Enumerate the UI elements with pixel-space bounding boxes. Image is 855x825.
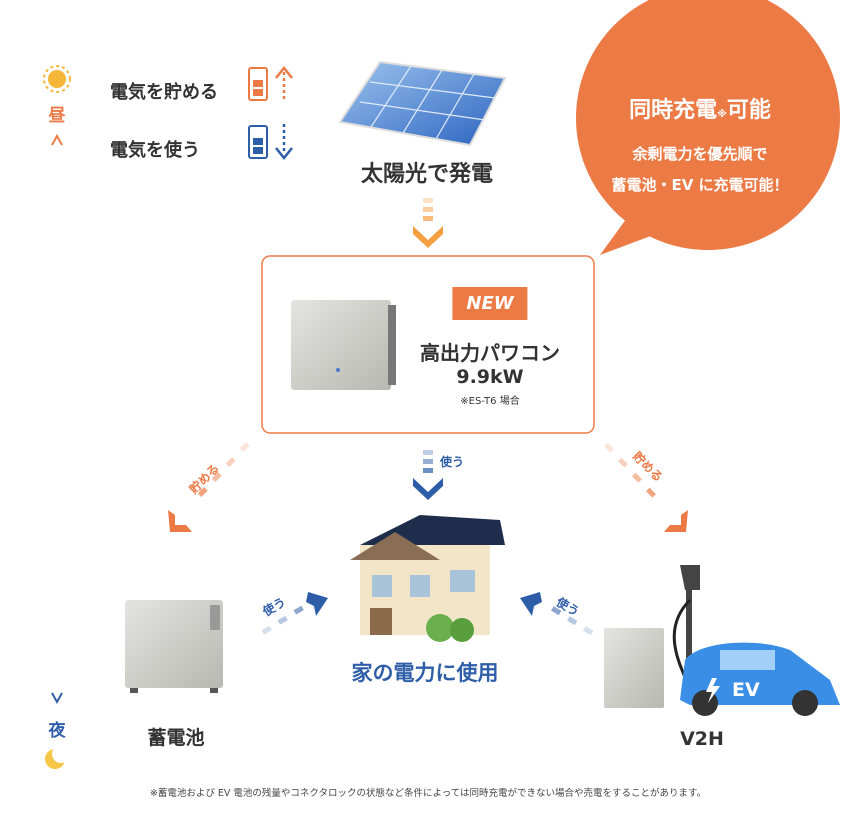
ev-label: EV [732,679,760,701]
arrow-store-right [604,442,688,532]
pcs-note: ※ES-T6 場合 [460,396,520,407]
bubble-title: 同時充電※可能 [629,98,771,123]
house-image [350,515,505,642]
legend-store-label: 電気を貯める [110,82,218,103]
lightning-icon [706,678,720,703]
footnote: ※蓄電池および EV 電池の残量やコネクタロックの状態など条件によっては同時充電… [149,788,707,799]
house-label: 家の電力に使用 [351,661,499,685]
pcs-power: 9.9kW [456,366,524,388]
arrow-use-center [413,450,443,500]
battery-charge-icon [248,65,293,101]
legend-use-label: 電気を使う [110,140,200,161]
arrow-use-left [261,592,328,635]
battery-discharge-icon [248,124,293,161]
storage-battery-image [125,600,223,693]
day-label: 昼 [48,106,66,126]
arrow-use-right [520,592,594,636]
bubble-line2: 蓄電池・EV に充電可能！ [611,176,789,194]
sun-icon [43,65,71,93]
solar-panel-image [338,60,507,147]
v2h-image [604,565,840,716]
use-center-label: 使う [440,455,465,469]
moon-icon [45,745,70,769]
new-badge: NEW [452,287,528,320]
speech-bubble [576,0,840,255]
battery-label: 蓄電池 [147,727,205,749]
pcs-name: 高出力パワコン [420,341,560,365]
power-conditioner-image [291,300,396,390]
v2h-label: V2H [680,728,724,750]
solar-label: 太陽光で発電 [360,162,494,187]
bubble-line1: 余剰電力を優先順で [632,145,768,163]
arrow-store-left [168,442,250,532]
night-label: 夜 [48,721,66,741]
arrow-down-solar [413,198,443,248]
